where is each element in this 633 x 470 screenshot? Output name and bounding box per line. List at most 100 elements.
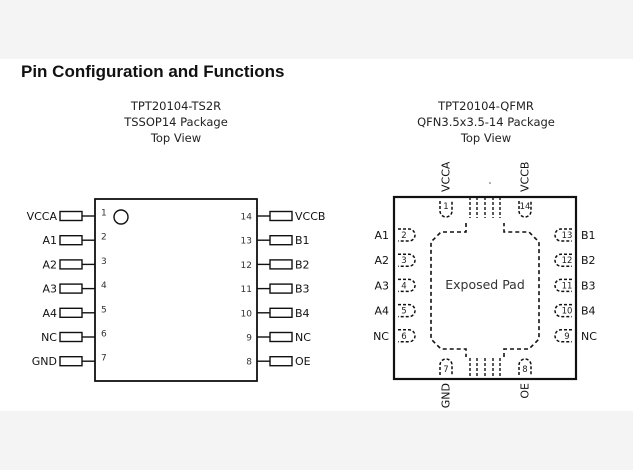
qfn-pin-2-pad <box>398 228 416 242</box>
qfn-pin-14-number: 14 <box>520 202 531 212</box>
qfn-pin-5-number: 5 <box>401 307 406 317</box>
qfn-pin-11-name: B3 <box>581 279 596 292</box>
qfn-pin-3-number: 3 <box>401 256 406 266</box>
qfn-pin-4-pad <box>398 278 416 293</box>
orientation-dot <box>489 182 491 184</box>
tssop-pin-5-lead <box>59 307 83 318</box>
tssop-pin-1-name: VCCA <box>27 210 58 223</box>
qfn-part-number: TPT20104-QFMR <box>438 99 534 113</box>
qfn-pin-2-name: A1 <box>374 229 389 242</box>
tssop-pin-5-number: 5 <box>101 305 107 315</box>
tssop-package-label: TSSOP14 Package <box>124 115 228 129</box>
qfn-pin-13-name: B1 <box>581 229 596 242</box>
tssop-pin-14-number: 14 <box>241 213 253 223</box>
tssop-pin-13-name: B1 <box>295 234 310 247</box>
exposed-pad-label: Exposed Pad <box>445 277 525 292</box>
qfn-pin-8-name: OE <box>519 383 532 399</box>
tssop-pin-6-number: 6 <box>101 330 107 340</box>
qfn-pin-7-name: GND <box>440 383 453 408</box>
tssop-pin-6-lead <box>59 331 83 343</box>
qfn-pin-9-number: 9 <box>564 332 569 342</box>
qfn-pin-8-number: 8 <box>522 365 527 375</box>
tssop-pin-7-number: 7 <box>101 354 107 364</box>
tssop-pin-4-name: A3 <box>42 283 57 296</box>
tssop-pin-7-lead <box>59 356 83 367</box>
tssop-pin-3-name: A2 <box>42 258 57 271</box>
qfn-pin-11-pad <box>554 278 572 293</box>
tssop-view-label: Top View <box>150 131 202 145</box>
tssop-pin-2-number: 2 <box>101 233 107 243</box>
tssop-pin-14-name: VCCB <box>295 210 325 223</box>
qfn-pin-7-number: 7 <box>443 365 448 375</box>
qfn-view-label: Top View <box>460 131 512 145</box>
qfn-pin-14-name: VCCB <box>519 162 532 192</box>
qfn-pin-12-pad <box>554 253 572 267</box>
qfn-pin-13-number: 13 <box>562 231 573 241</box>
thermal-tabs <box>469 197 501 379</box>
qfn-pin-10-pad <box>554 303 572 318</box>
tssop-pin-1-lead <box>59 210 83 222</box>
qfn-pin-9-pad <box>554 329 572 343</box>
qfn-pin-13-pad <box>554 228 572 242</box>
qfn-pin-12-name: B2 <box>581 254 596 267</box>
qfn-pin-9-name: NC <box>581 330 597 343</box>
qfn-pin-5-pad <box>398 303 416 318</box>
tssop-pin-1-number: 1 <box>101 209 107 219</box>
qfn-pin-8-pad <box>518 358 532 375</box>
tssop-pin-11-name: B3 <box>295 283 310 296</box>
tssop-pin-9-number: 9 <box>246 334 252 344</box>
tssop-caption: TPT20104-TS2R TSSOP14 Package Top View <box>56 98 296 146</box>
pin1-indicator <box>113 209 129 225</box>
tssop-pin-8-lead <box>269 356 293 367</box>
qfn-pin-10-number: 10 <box>562 307 573 317</box>
qfn-pin-1-number: 1 <box>443 202 448 212</box>
tssop-pin-12-name: B2 <box>295 258 310 271</box>
qfn-caption: TPT20104-QFMR QFN3.5x3.5-14 Package Top … <box>366 98 606 146</box>
tssop-body <box>94 198 258 382</box>
tssop-pin-10-number: 10 <box>241 309 253 319</box>
qfn-pin-6-pad <box>398 329 416 343</box>
tssop-pin-2-name: A1 <box>42 234 57 247</box>
tssop-pin-3-number: 3 <box>101 257 107 267</box>
tssop-pin-12-number: 12 <box>241 261 252 271</box>
qfn-pin-11-number: 11 <box>562 281 573 291</box>
qfn-pin-5-name: A4 <box>374 305 389 318</box>
qfn-pin-4-number: 4 <box>401 281 406 291</box>
qfn-pin-10-name: B4 <box>581 305 596 318</box>
qfn-pin-7-pad <box>439 358 453 375</box>
tssop-pin-5-name: A4 <box>42 307 57 320</box>
tssop-pin-7-name: GND <box>32 355 57 368</box>
qfn-pin-3-pad <box>398 253 416 267</box>
qfn-pin-4-name: A3 <box>374 279 389 292</box>
tssop-pin-12-lead <box>269 259 293 270</box>
qfn-right-pins: 13 B1 12 B2 11 B3 10 B4 9 NC <box>554 228 597 343</box>
qfn-pin-6-name: NC <box>373 330 389 343</box>
tssop-pin-13-number: 13 <box>241 237 252 247</box>
qfn-pin-1-pad <box>439 201 453 218</box>
qfn-pin-3-name: A2 <box>374 254 389 267</box>
qfn-top-pins: 1 VCCA 14 VCCB <box>439 161 532 218</box>
tssop-pin-14-lead <box>269 210 293 222</box>
tssop-pin-9-name: NC <box>295 331 311 344</box>
qfn-package-label: QFN3.5x3.5-14 Package <box>417 115 555 129</box>
tssop-pin-8-number: 8 <box>246 358 252 368</box>
tssop-pin-4-number: 4 <box>101 281 107 291</box>
section-heading: Pin Configuration and Functions <box>21 62 285 81</box>
qfn-pin-1-name: VCCA <box>440 161 453 192</box>
tssop-pin-3-lead <box>59 259 83 270</box>
qfn-pin-6-number: 6 <box>401 332 406 342</box>
tssop-pin-10-name: B4 <box>295 307 310 320</box>
qfn-pin-12-number: 12 <box>562 256 573 266</box>
tssop-pin-8-name: OE <box>295 355 311 368</box>
tssop-pin-4-lead <box>59 283 83 294</box>
tssop-pin-10-lead <box>269 307 293 318</box>
tssop-pin-11-lead <box>269 283 293 294</box>
tssop-pin-6-name: NC <box>41 331 57 344</box>
